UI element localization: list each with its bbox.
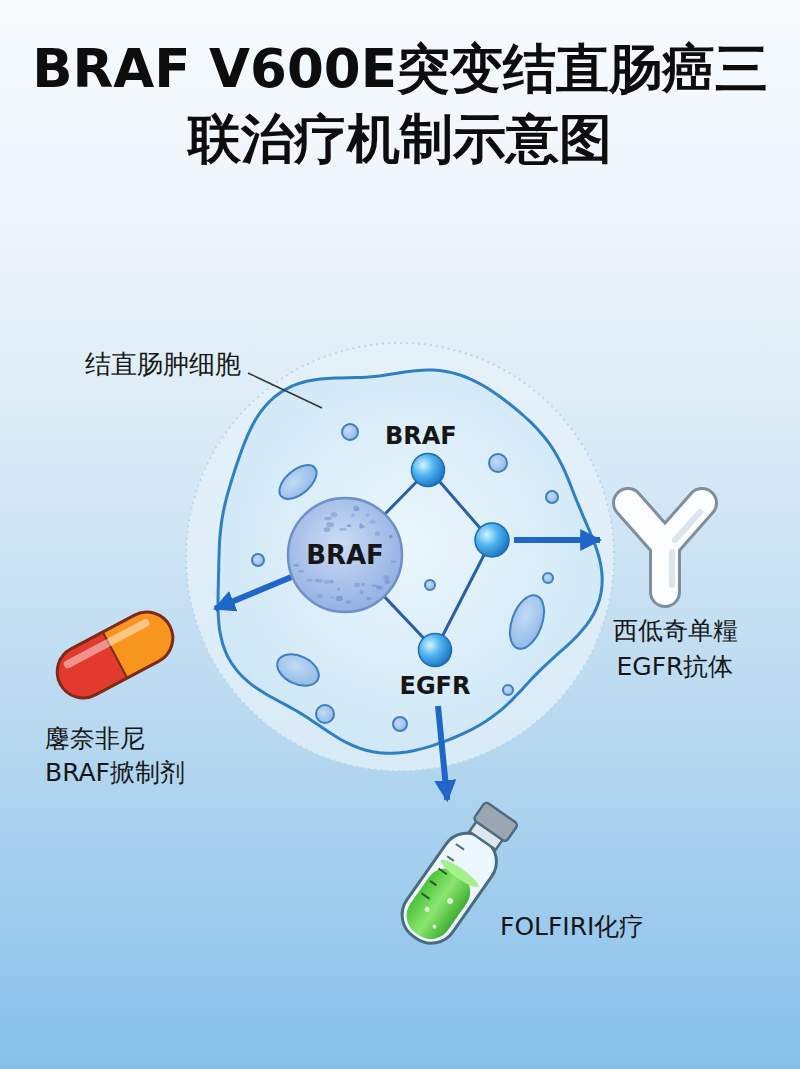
nucleus: BRAF: [287, 497, 403, 613]
node-label: 结直肠肿细胞: [85, 349, 241, 379]
node-label: FOLFIRI化疗: [500, 912, 644, 941]
protein-node-shape: [411, 453, 445, 487]
title-block: BRAF V600E突变结直肠癌三 联治疗机制示意图: [20, 34, 780, 174]
text-holder: 西低奇单糧 EGFR抗体: [613, 613, 738, 685]
action-arrow: [438, 706, 447, 800]
text-holder: 麐奈非尼 BRAF掀制剂: [45, 722, 185, 790]
action-arrow: [514, 537, 600, 543]
node-label: 麐奈非尼 BRAF掀制剂: [45, 724, 185, 787]
antibody: 西低奇单糧 EGFR抗体: [600, 485, 750, 690]
node-label: EGFR: [400, 672, 471, 700]
text-holder: EGFR: [400, 672, 471, 700]
node-label: BRAF: [306, 540, 384, 570]
node-label: 西低奇单糧 EGFR抗体: [613, 616, 738, 681]
action-arrow: [215, 577, 291, 609]
pathway-node: [475, 523, 509, 557]
pathway-links: [440, 482, 484, 635]
protein-node-shape: [418, 633, 452, 667]
title: BRAF V600E突变结直肠癌三 联治疗机制示意图: [20, 34, 780, 174]
pathway-link: [386, 482, 417, 513]
protein-node: BRAF: [411, 453, 445, 487]
leader-line: [248, 373, 322, 408]
text-holder: BRAF: [385, 422, 457, 450]
text-holder: BRAF: [287, 497, 403, 613]
text-holder: FOLFIRI化疗: [500, 910, 644, 943]
text-holder: 结直肠肿细胞: [85, 347, 241, 382]
drug-capsule: 麐奈非尼 BRAF掀制剂: [40, 600, 215, 793]
cell-body: 结直肠肿细胞BRAFBRAFEGFR: [185, 345, 615, 775]
organelles: [252, 424, 558, 731]
chemo-vial: FOLFIRI化疗: [360, 800, 690, 965]
node-label: BRAF: [385, 422, 457, 450]
pathway-link: [385, 597, 423, 638]
cell-membrane: [218, 370, 602, 753]
cell-halo: [186, 343, 614, 771]
protein-node: EGFR: [418, 633, 452, 667]
